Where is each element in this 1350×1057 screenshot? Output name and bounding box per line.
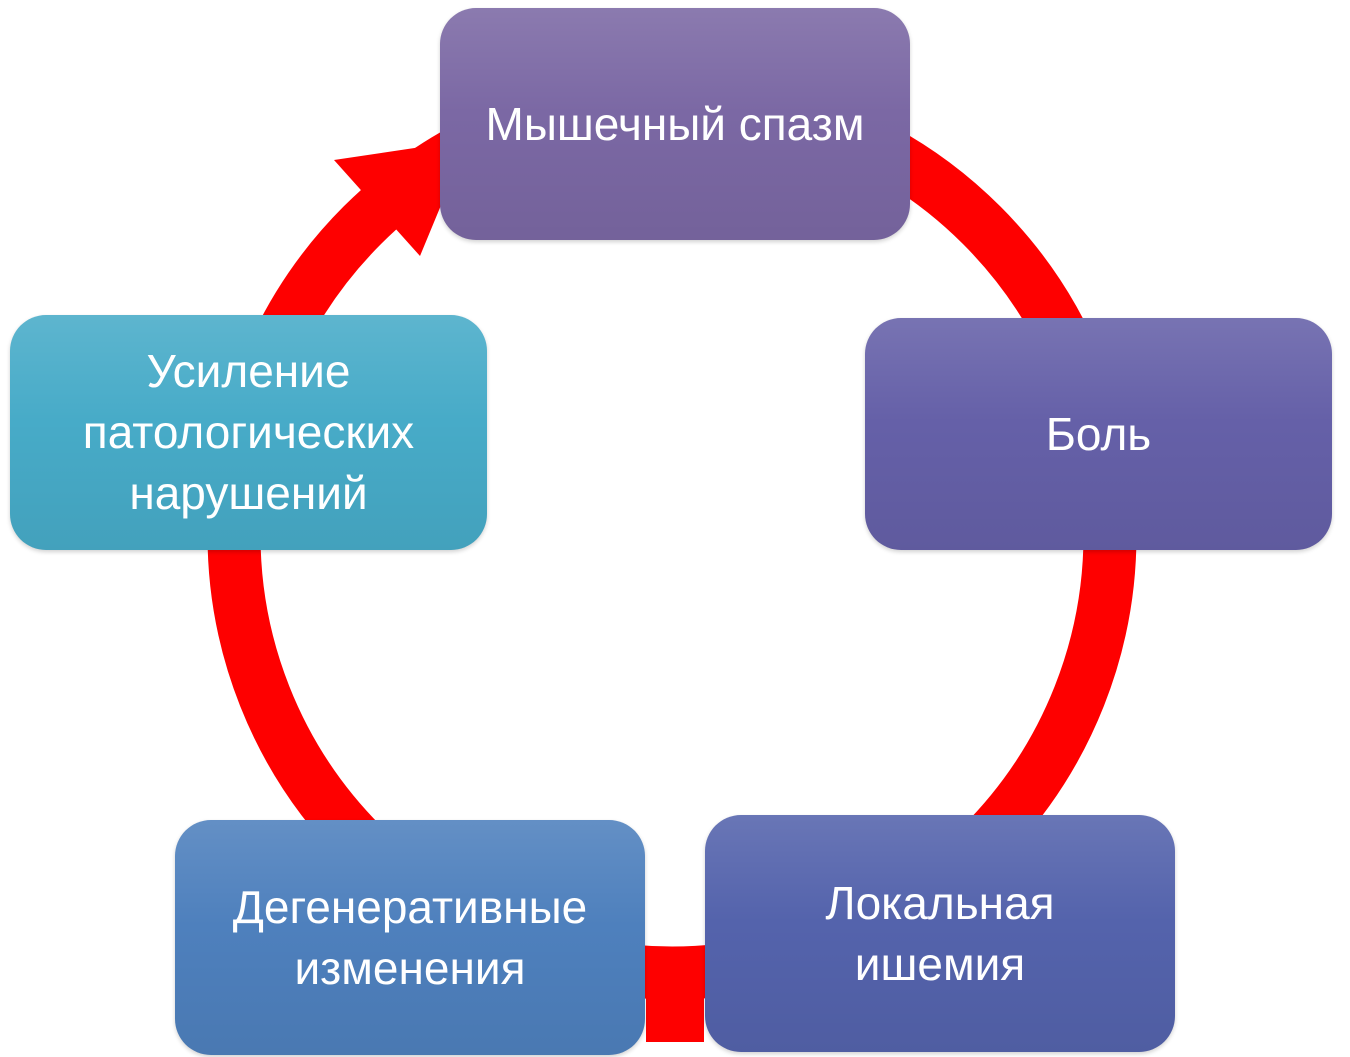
node-pathology-increase: Усиление патологических нарушений [10, 315, 487, 550]
node-degenerative-changes-label: Дегенеративные изменения [232, 880, 588, 994]
node-local-ischemia: Локальная ишемия [705, 815, 1175, 1052]
node-pain-label: Боль [1045, 407, 1152, 460]
node-pathology-increase-label: Усиление патологических нарушений [82, 345, 415, 519]
node-pain: Боль [865, 318, 1332, 550]
node-local-ischemia-label: Локальная ишемия [825, 876, 1055, 990]
node-degenerative-changes: Дегенеративные изменения [175, 820, 645, 1055]
node-muscle-spasm: Мышечный спазм [440, 8, 910, 240]
node-muscle-spasm-label: Мышечный спазм [485, 97, 865, 150]
cycle-arrowhead-icon [334, 140, 468, 256]
bottom-arrow-segment [646, 950, 704, 1042]
